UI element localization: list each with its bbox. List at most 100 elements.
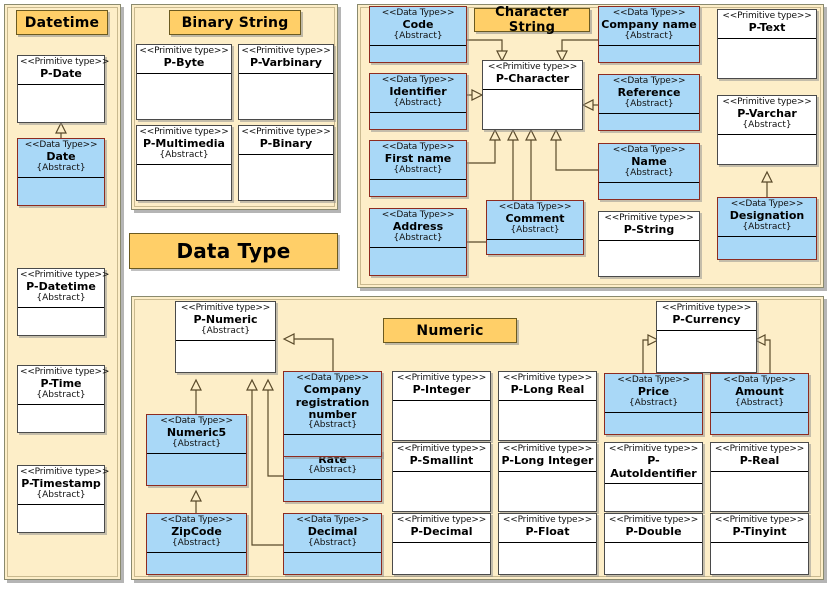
- class-p-character[interactable]: <<Primitive type>> P-Character: [482, 60, 583, 130]
- class-body: [599, 183, 699, 199]
- class-company-name[interactable]: <<Data Type>> Company name {Abstract}: [598, 6, 700, 63]
- stereotype-label: <<Primitive type>>: [139, 127, 229, 137]
- class-p-multimedia[interactable]: <<Primitive type>> P-Multimedia {Abstrac…: [136, 125, 232, 201]
- class-p-date[interactable]: <<Primitive type>> P-Date: [17, 55, 109, 123]
- stereotype-label: <<Primitive type>>: [180, 303, 271, 313]
- stereotype-label: <<Primitive type>>: [502, 373, 593, 383]
- abstract-marker: {Abstract}: [200, 325, 251, 336]
- class-header: <<Primitive type>> P-Decimal: [393, 514, 490, 543]
- class-body: [605, 484, 702, 511]
- class-header: <<Primitive type>> P-Currency: [657, 302, 756, 331]
- class-body: [657, 331, 756, 372]
- stereotype-label: <<Data Type>>: [498, 202, 572, 212]
- class-comment[interactable]: <<Data Type>> Comment {Abstract}: [486, 200, 584, 255]
- class-p-float[interactable]: <<Primitive type>> P-Float: [498, 513, 597, 575]
- class-body: [605, 543, 702, 574]
- stereotype-label: <<Data Type>>: [723, 375, 796, 385]
- abstract-marker: {Abstract}: [307, 465, 358, 476]
- class-body: [711, 543, 808, 574]
- package-title-character-string[interactable]: Character String: [474, 5, 590, 35]
- package-title-binary-string[interactable]: Binary String: [169, 10, 301, 35]
- stereotype-label: <<Data Type>>: [617, 375, 690, 385]
- class-name: P-Smallint: [409, 454, 474, 468]
- class-p-real[interactable]: <<Primitive type>> P-Real: [710, 442, 809, 512]
- class-name: P-Double: [625, 525, 682, 539]
- class-body: [239, 74, 333, 119]
- class-p-currency[interactable]: <<Primitive type>> P-Currency: [656, 301, 757, 373]
- class-name: Price: [637, 385, 670, 399]
- stereotype-label: <<Data Type>>: [381, 142, 455, 152]
- class-price[interactable]: <<Data Type>> Price {Abstract}: [604, 373, 703, 435]
- class-p-integer[interactable]: <<Primitive type>> P-Integer: [392, 371, 491, 441]
- stereotype-label: <<Primitive type>>: [502, 515, 593, 525]
- class-p-byte[interactable]: <<Primitive type>> P-Byte: [136, 44, 232, 120]
- class-header: <<Primitive type>> P-Varbinary: [239, 45, 333, 74]
- class-p-long-integer[interactable]: <<Primitive type>> P-Long Integer: [498, 442, 597, 512]
- class-address[interactable]: <<Data Type>> Address {Abstract}: [369, 208, 467, 276]
- diagram-title-data-type[interactable]: Data Type: [129, 233, 338, 269]
- class-p-tinyint[interactable]: <<Primitive type>> P-Tinyint: [710, 513, 809, 575]
- abstract-marker: {Abstract}: [307, 537, 358, 548]
- stereotype-label: <<Data Type>>: [612, 8, 686, 18]
- class-header: <<Data Type>> Comment {Abstract}: [487, 201, 583, 240]
- class-p-binary[interactable]: <<Primitive type>> P-Binary: [238, 125, 334, 201]
- class-header: <<Data Type>> Company registration numbe…: [284, 372, 381, 436]
- package-title-datetime[interactable]: Datetime: [16, 10, 108, 35]
- class-p-datetime[interactable]: <<Primitive type>> P-Datetime {Abstract}: [17, 268, 109, 336]
- class-name: Amount: [735, 385, 784, 399]
- package-title-numeric[interactable]: Numeric: [383, 318, 517, 343]
- class-body: [393, 543, 490, 574]
- abstract-marker: {Abstract}: [734, 397, 785, 408]
- class-p-string[interactable]: <<Primitive type>> P-String: [598, 211, 700, 277]
- class-p-smallint[interactable]: <<Primitive type>> P-Smallint: [392, 442, 491, 512]
- class-decimal[interactable]: <<Data Type>> Decimal {Abstract}: [283, 513, 382, 575]
- class-p-varbinary[interactable]: <<Primitive type>> P-Varbinary: [238, 44, 334, 120]
- class-zipcode[interactable]: <<Data Type>> ZipCode {Abstract}: [146, 513, 247, 575]
- stereotype-label: <<Primitive type>>: [608, 444, 699, 454]
- class-header: <<Primitive type>> P-Integer: [393, 372, 490, 401]
- class-name: P-Date: [40, 67, 82, 81]
- class-p-autoidentifier[interactable]: <<Primitive type>> P-AutoIdentifier: [604, 442, 703, 512]
- class-company-registration-number[interactable]: <<Data Type>> Company registration numbe…: [283, 371, 382, 457]
- stereotype-label: <<Primitive type>>: [241, 127, 331, 137]
- class-p-varchar[interactable]: <<Primitive type>> P-Varchar {Abstract}: [717, 95, 817, 165]
- class-code[interactable]: <<Data Type>> Code {Abstract}: [369, 6, 467, 63]
- class-p-text[interactable]: <<Primitive type>> P-Text: [717, 9, 817, 79]
- class-header: <<Data Type>> Identifier {Abstract}: [370, 74, 466, 113]
- stereotype-label: <<Primitive type>>: [502, 444, 593, 454]
- class-header: <<Primitive type>> P-Datetime {Abstract}: [18, 269, 109, 308]
- class-identifier[interactable]: <<Data Type>> Identifier {Abstract}: [369, 73, 467, 130]
- class-p-double[interactable]: <<Primitive type>> P-Double: [604, 513, 703, 575]
- class-header: <<Primitive type>> P-Tinyint: [711, 514, 808, 543]
- class-header: <<Primitive type>> P-Long Integer: [499, 443, 596, 472]
- class-date[interactable]: <<Data Type>> Date {Abstract}: [17, 138, 105, 206]
- class-name: P-Real: [739, 454, 780, 468]
- class-body: [284, 435, 381, 456]
- class-amount[interactable]: <<Data Type>> Amount {Abstract}: [710, 373, 809, 435]
- abstract-marker: {Abstract}: [624, 98, 674, 109]
- class-name-datatype[interactable]: <<Data Type>> Name {Abstract}: [598, 143, 700, 200]
- class-body: [499, 472, 596, 511]
- class-body: [393, 401, 490, 440]
- class-body: [483, 90, 582, 129]
- class-body: [137, 165, 231, 200]
- class-p-timestamp[interactable]: <<Primitive type>> P-Timestamp {Abstract…: [17, 465, 109, 533]
- class-reference[interactable]: <<Data Type>> Reference {Abstract}: [598, 74, 700, 131]
- abstract-marker: {Abstract}: [393, 97, 443, 108]
- class-header: <<Primitive type>> P-Time {Abstract}: [18, 366, 109, 405]
- class-name: P-Currency: [672, 313, 741, 327]
- class-p-time[interactable]: <<Primitive type>> P-Time {Abstract}: [17, 365, 109, 433]
- class-numeric5[interactable]: <<Data Type>> Numeric5 {Abstract}: [146, 414, 247, 486]
- class-p-long-real[interactable]: <<Primitive type>> P-Long Real: [498, 371, 597, 441]
- class-designation[interactable]: <<Data Type>> Designation {Abstract}: [717, 197, 817, 260]
- class-body: [284, 553, 381, 574]
- class-name: P-Timestamp: [21, 477, 101, 491]
- class-first-name[interactable]: <<Data Type>> First name {Abstract}: [369, 140, 467, 197]
- class-body: [18, 178, 104, 205]
- class-name: P-Byte: [163, 56, 205, 70]
- class-header: <<Primitive type>> P-String: [599, 212, 699, 241]
- class-header: <<Primitive type>> P-Character: [483, 61, 582, 90]
- class-p-numeric[interactable]: <<Primitive type>> P-Numeric {Abstract}: [175, 301, 276, 373]
- class-p-decimal[interactable]: <<Primitive type>> P-Decimal: [392, 513, 491, 575]
- class-rate[interactable]: Rate {Abstract}: [283, 450, 382, 502]
